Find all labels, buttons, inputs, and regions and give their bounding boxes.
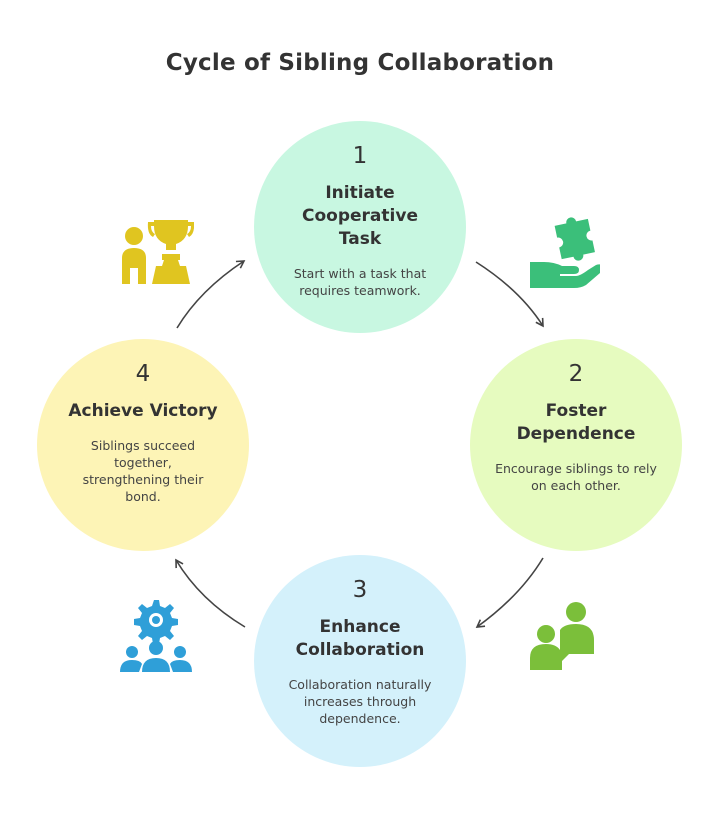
step-2-circle: 2 Foster Dependence Encourage siblings t… — [470, 339, 682, 551]
step-3-circle: 3 Enhance Collaboration Collaboration na… — [254, 555, 466, 767]
diagram-title: Cycle of Sibling Collaboration — [165, 50, 555, 76]
step-1-number: 1 — [352, 143, 368, 169]
puzzle-hand-icon — [530, 217, 600, 288]
step-4-description: Siblings succeed together, strengthening… — [82, 438, 204, 504]
step-4-heading: Achieve Victory — [68, 401, 218, 421]
trophy-person-icon — [122, 220, 194, 284]
people-support-icon — [530, 602, 594, 670]
step-3-number: 3 — [352, 577, 368, 603]
arrow-4-to-1 — [176, 260, 246, 329]
step-2-description: Encourage siblings to rely on each other… — [495, 461, 657, 493]
team-gear-icon — [120, 600, 192, 672]
step-3-description: Collaboration naturally increases throug… — [288, 677, 432, 726]
arrow-3-to-4 — [175, 558, 246, 628]
step-4-number: 4 — [135, 361, 151, 387]
step-2-heading: Foster Dependence — [516, 401, 636, 444]
step-2-number: 2 — [568, 361, 584, 387]
step-1-circle: 1 Initiate Cooperative Task Start with a… — [254, 121, 466, 333]
step-4-circle: 4 Achieve Victory Siblings succeed toget… — [37, 339, 249, 551]
step-3-heading: Enhance Collaboration — [295, 617, 425, 660]
arrow-2-to-3 — [475, 557, 544, 628]
step-1-heading: Initiate Cooperative Task — [302, 183, 418, 249]
step-1-description: Start with a task that requires teamwork… — [293, 266, 427, 298]
arrow-1-to-2 — [475, 261, 544, 328]
